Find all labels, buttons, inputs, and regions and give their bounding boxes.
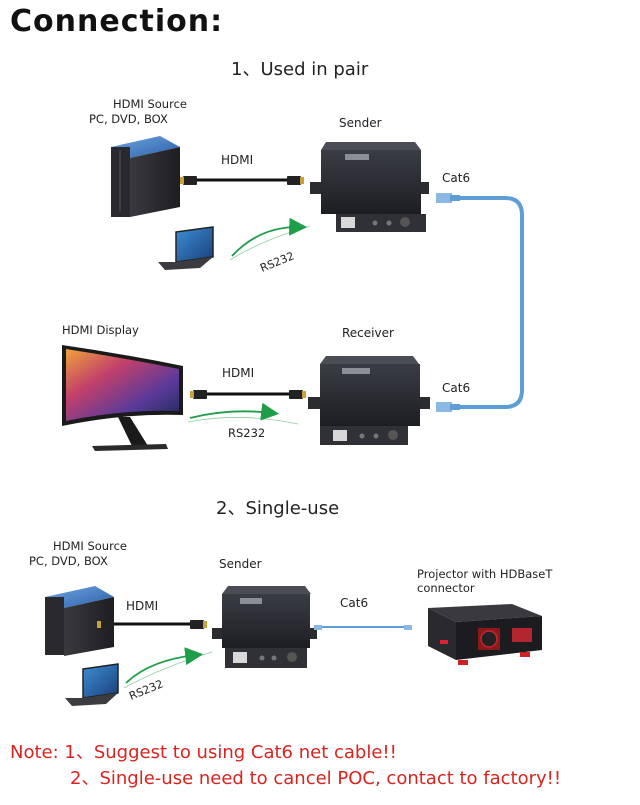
- pair-cat6-bottom-label: Cat6: [442, 381, 471, 395]
- page-title: Connection:: [10, 4, 224, 39]
- single-hdmi-label: HDMI: [126, 599, 159, 613]
- single-sender-label: Sender: [219, 557, 262, 571]
- single-rs232-arrow: RS232: [123, 647, 213, 703]
- pair-hdmi-cable-bottom: [190, 390, 306, 399]
- single-hdmi-cable: [97, 620, 207, 629]
- pair-cat6-top-label: Cat6: [442, 171, 471, 185]
- pair-hdmi-top-label: HDMI: [221, 153, 254, 167]
- single-projector-label-2: connector: [417, 581, 475, 595]
- pair-sender-device: [310, 142, 429, 232]
- pair-rs232-bottom-label: RS232: [228, 426, 266, 440]
- single-sender-device: [212, 586, 317, 668]
- pair-hdmi-bottom-label: HDMI: [222, 366, 255, 380]
- pair-hdmi-cable-top: [180, 176, 304, 185]
- single-projector-label-1: Projector with HDBaseT: [417, 567, 553, 581]
- single-projector: [428, 604, 542, 665]
- single-source-sub: PC, DVD, BOX: [29, 554, 108, 568]
- single-cat6-label: Cat6: [340, 596, 369, 610]
- note-line-2: 2、Single-use need to cancel POC, contact…: [70, 768, 562, 789]
- pair-display-label: HDMI Display: [62, 323, 139, 337]
- pair-rs232-top-label: RS232: [258, 249, 296, 274]
- single-laptop: [65, 663, 119, 706]
- single-rs232-label: RS232: [127, 677, 165, 702]
- pair-pc-tower: [111, 136, 180, 217]
- pair-rs232-arrow-bottom: [187, 402, 299, 425]
- pair-sender-label: Sender: [339, 116, 382, 130]
- pair-source-label: HDMI Source: [113, 97, 187, 111]
- pair-receiver-label: Receiver: [342, 326, 394, 340]
- pair-rs232-arrow-top: RS232: [229, 217, 311, 275]
- pair-hdmi-monitor: [62, 345, 183, 451]
- pair-cat6-cable: [436, 193, 524, 412]
- pair-laptop-top: [158, 226, 214, 270]
- pair-source-sub: PC, DVD, BOX: [89, 112, 168, 126]
- note-line-1: Note: 1、Suggest to using Cat6 net cable!…: [10, 742, 397, 763]
- single-pc-tower: [45, 586, 114, 656]
- section-single-heading: 2、Single-use: [216, 498, 340, 519]
- pair-receiver-device: [308, 356, 430, 445]
- single-source-label: HDMI Source: [53, 539, 127, 553]
- section-pair-heading: 1、Used in pair: [231, 59, 369, 80]
- single-cat6-cable: [314, 625, 412, 630]
